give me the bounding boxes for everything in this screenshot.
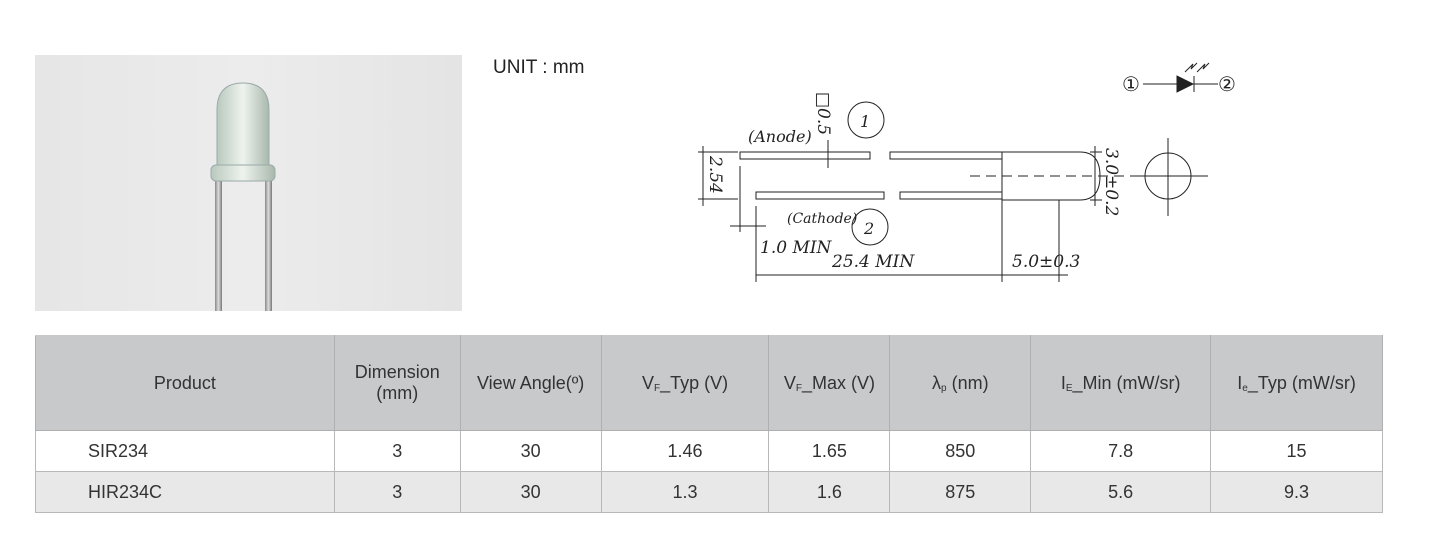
- cell: 30: [459, 471, 602, 513]
- pin2-label: 2: [863, 219, 874, 238]
- cell: 5.6: [1030, 471, 1212, 513]
- lead-length-label: 25.4 MIN: [831, 252, 915, 272]
- dimension-drawing: ① ② 1 2 (Anode) (Cathode) □0.5 2.54 3.0±…: [698, 62, 1236, 282]
- cell: 1.46: [600, 430, 770, 472]
- pitch-label: 2.54: [705, 155, 725, 194]
- header-wavelength: λp (nm): [889, 335, 1032, 431]
- header-dimension: Dimension(mm): [333, 335, 461, 431]
- product-photo: [35, 55, 462, 311]
- lead-size-label: □0.5: [813, 92, 833, 135]
- cathode-label: (Cathode): [787, 211, 857, 227]
- symbol-pin1: ①: [1122, 72, 1140, 96]
- cell: 1.6: [768, 471, 891, 513]
- spec-table: Product Dimension(mm) View Angle(º) VF_T…: [35, 335, 1383, 513]
- table-row: HIR234C 3 30 1.3 1.6 875 5.6 9.3: [35, 471, 1383, 513]
- cell: 1.65: [768, 430, 891, 472]
- led-image: [210, 82, 276, 311]
- header-row: Product Dimension(mm) View Angle(º) VF_T…: [35, 335, 1383, 431]
- cell-product: HIR234C: [35, 471, 335, 513]
- symbol-pin2: ②: [1218, 72, 1236, 96]
- cell: 7.8: [1030, 430, 1212, 472]
- pin1-label: 1: [860, 112, 870, 131]
- cell-product: SIR234: [35, 430, 335, 472]
- header-ie-min: IE_Min (mW/sr): [1030, 335, 1212, 431]
- diameter-label: 3.0±0.2: [1101, 148, 1121, 216]
- cell: 30: [459, 430, 602, 472]
- cell: 3: [333, 430, 461, 472]
- header-view-angle: View Angle(º): [459, 335, 602, 431]
- header-vf-max: VF_Max (V): [768, 335, 891, 431]
- cell: 875: [889, 471, 1032, 513]
- anode-label: (Anode): [748, 127, 812, 146]
- unit-label: UNIT : mm: [493, 57, 585, 78]
- header-ie-typ: Ie_Typ (mW/sr): [1210, 335, 1383, 431]
- cell: 3: [333, 471, 461, 513]
- header-vf-typ: VF_Typ (V): [600, 335, 770, 431]
- cell: 15: [1210, 430, 1383, 472]
- min-stub-label: 1.0 MIN: [760, 238, 833, 258]
- table-row: SIR234 3 30 1.46 1.65 850 7.8 15: [35, 430, 1383, 472]
- body-length-label: 5.0±0.3: [1012, 252, 1080, 272]
- cell: 9.3: [1210, 471, 1383, 513]
- header-product: Product: [35, 335, 335, 431]
- cell: 1.3: [600, 471, 770, 513]
- cell: 850: [889, 430, 1032, 472]
